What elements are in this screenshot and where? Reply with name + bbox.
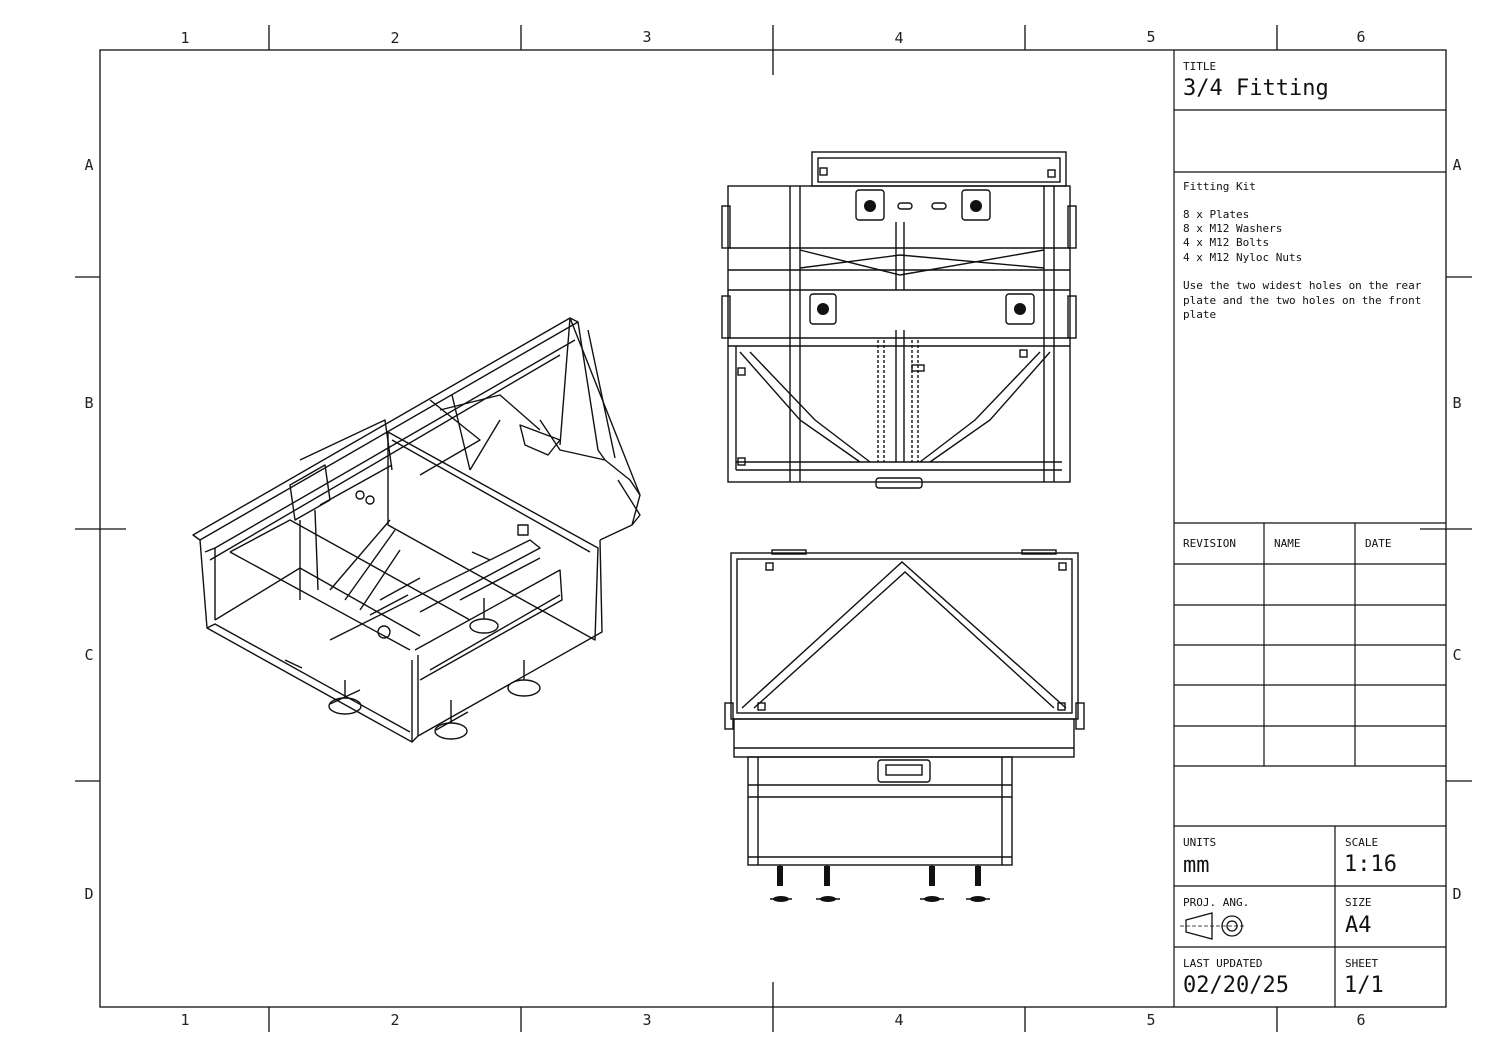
col-label-top-3: 3: [642, 28, 652, 46]
scale-label: SCALE: [1345, 836, 1379, 849]
row-label-left-c: C: [84, 646, 94, 664]
col-label-top-5: 5: [1146, 28, 1156, 46]
sheet-label: SHEET: [1345, 957, 1379, 970]
last-updated-label: LAST UPDATED: [1183, 957, 1263, 970]
sheet-value: 1/1: [1344, 973, 1384, 998]
col-label-bottom-2: 2: [390, 1011, 400, 1029]
col-label-bottom-6: 6: [1356, 1011, 1366, 1029]
row-label-right-c: C: [1452, 646, 1462, 664]
notes-heading: Fitting Kit: [1183, 180, 1256, 193]
col-label-bottom-3: 3: [642, 1011, 652, 1029]
col-label-top-1: 1: [180, 29, 190, 47]
notes-instruction: Use the two widest holes on the rear pla…: [1183, 279, 1422, 321]
row-label-left-a: A: [84, 156, 94, 174]
col-label-bottom-5: 5: [1146, 1011, 1156, 1029]
col-label-top-6: 6: [1356, 28, 1366, 46]
drawing-title: 3/4 Fitting: [1183, 76, 1329, 101]
revision-header: REVISION: [1183, 537, 1236, 550]
isometric-view: [192, 317, 641, 743]
row-label-right-b: B: [1452, 394, 1462, 412]
notes-item-washers: 8 x M12 Washers: [1183, 222, 1283, 235]
size-value: A4: [1345, 913, 1372, 938]
last-updated-value: 02/20/25: [1183, 973, 1289, 998]
row-label-right-d: D: [1452, 885, 1462, 903]
units-value: mm: [1183, 853, 1210, 878]
col-label-top-2: 2: [390, 29, 400, 47]
row-label-right-a: A: [1452, 156, 1462, 174]
date-header: DATE: [1365, 537, 1392, 550]
front-view-bolts: [773, 866, 986, 902]
top-view-holes: [817, 200, 1026, 315]
scale-value: 1:16: [1344, 852, 1397, 877]
notes-item-nuts: 4 x M12 Nyloc Nuts: [1183, 251, 1303, 264]
projection-angle-icon: [1180, 912, 1246, 940]
name-header: NAME: [1274, 537, 1301, 550]
row-label-left-d: D: [84, 885, 94, 903]
col-label-bottom-4: 4: [894, 1011, 904, 1029]
notes-item-bolts: 4 x M12 Bolts: [1183, 236, 1270, 249]
title-block-grid: [1173, 50, 1446, 1007]
projection-angle-label: PROJ. ANG.: [1183, 896, 1250, 909]
row-label-left-b: B: [84, 394, 94, 412]
top-view: [721, 151, 1077, 489]
title-label: TITLE: [1183, 60, 1217, 73]
col-label-bottom-1: 1: [180, 1011, 190, 1029]
notes-item-plates: 8 x Plates: [1183, 208, 1250, 221]
size-label: SIZE: [1345, 896, 1372, 909]
col-label-top-4: 4: [894, 29, 904, 47]
units-label: UNITS: [1183, 836, 1217, 849]
front-view: [724, 549, 1085, 900]
